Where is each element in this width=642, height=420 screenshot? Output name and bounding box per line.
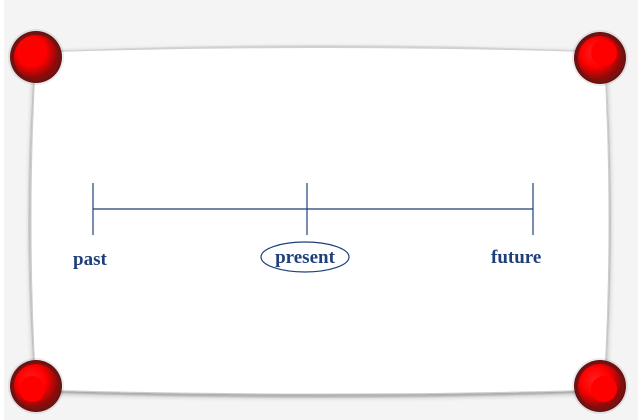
right-edge-strip <box>638 0 642 420</box>
pin-icon <box>572 358 628 414</box>
paper-card <box>28 45 611 398</box>
pin-icon <box>8 29 64 85</box>
present-highlight-ellipse <box>260 241 350 273</box>
future-label: future <box>491 247 541 268</box>
past-label: past <box>73 249 107 270</box>
timeline: past present future <box>73 183 541 273</box>
pin-icon <box>572 30 628 86</box>
pin-icon <box>8 358 64 414</box>
present-label: present <box>275 247 335 268</box>
left-edge-strip <box>0 0 4 420</box>
